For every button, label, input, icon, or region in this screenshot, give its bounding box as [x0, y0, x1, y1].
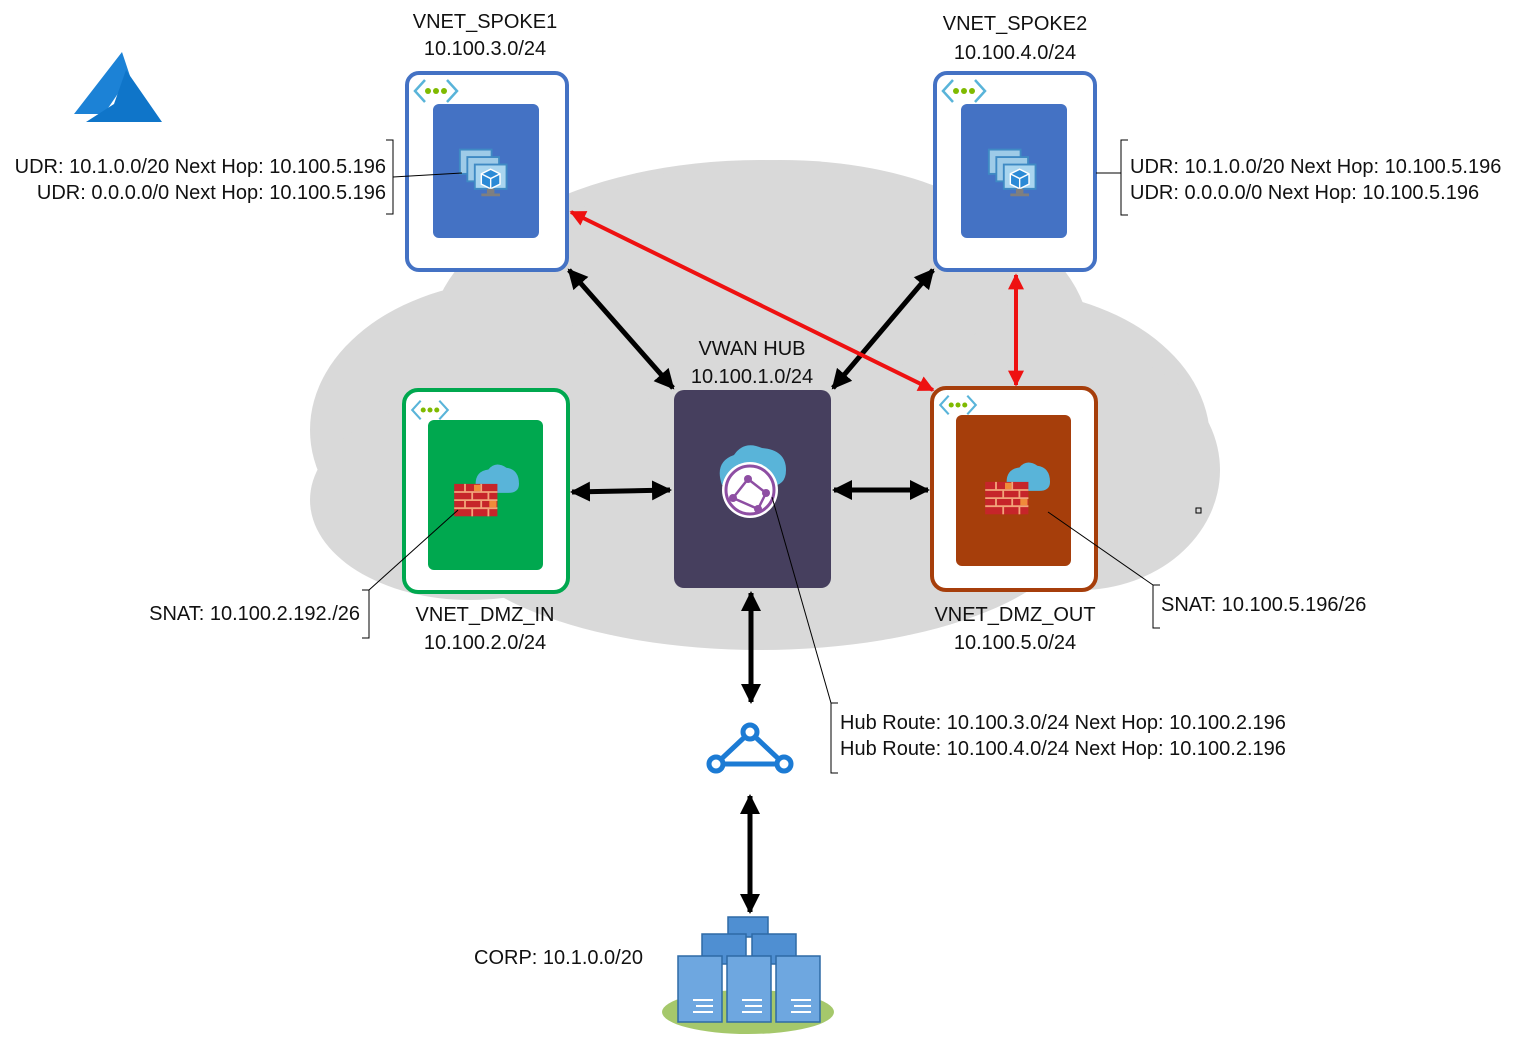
spoke1-udr-line-2: UDR: 0.0.0.0/0 Next Hop: 10.100.5.196 — [36, 182, 386, 204]
spoke1-name: VNET_SPOKE1 — [412, 11, 558, 33]
marker-square — [1195, 507, 1202, 514]
virtual-wan-icon — [719, 445, 786, 518]
corp-label: CORP: 10.1.0.0/20 — [474, 947, 643, 969]
traffic-flow-connections — [569, 210, 1024, 392]
vnet-dmz-in[interactable] — [402, 388, 570, 594]
hub-route-line-1: Hub Route: 10.100.3.0/24 Next Hop: 10.10… — [840, 712, 1286, 734]
dmz-in-name: VNET_DMZ_IN — [415, 604, 555, 626]
azure-logo-icon — [74, 52, 162, 122]
vnet-spoke2[interactable] — [933, 71, 1097, 272]
spoke2-udr-line-1: UDR: 10.1.0.0/20 Next Hop: 10.100.5.196 — [1130, 156, 1502, 178]
callout-lines — [362, 139, 1160, 774]
spoke1-udr-line-1: UDR: 10.1.0.0/20 Next Hop: 10.100.5.196 — [14, 156, 386, 178]
vpn-gateway-icon — [706, 722, 794, 774]
arrow-dmzin-hub — [570, 480, 672, 502]
server-cluster-icon — [662, 916, 834, 1034]
vnet-spoke1[interactable] — [405, 71, 569, 272]
spoke2-cidr: 10.100.4.0/24 — [953, 42, 1077, 64]
dmz-out-snat: SNAT: 10.100.5.196/26 — [1161, 594, 1367, 616]
dmz-out-name: VNET_DMZ_OUT — [934, 604, 1096, 626]
dmz-out-cidr: 10.100.5.0/24 — [953, 632, 1077, 654]
spoke1-cidr: 10.100.3.0/24 — [423, 38, 547, 60]
spoke2-name: VNET_SPOKE2 — [942, 13, 1088, 35]
hub-name: VWAN HUB — [698, 338, 806, 360]
dmz-in-cidr: 10.100.2.0/24 — [423, 632, 547, 654]
spoke2-udr-line-2: UDR: 0.0.0.0/0 Next Hop: 10.100.5.196 — [1130, 182, 1480, 204]
hub-route-line-2: Hub Route: 10.100.4.0/24 Next Hop: 10.10… — [840, 738, 1286, 760]
hub-cidr: 10.100.1.0/24 — [690, 366, 814, 388]
vnet-dmz-out[interactable] — [930, 386, 1098, 592]
dmz-in-snat: SNAT: 10.100.2.192./26 — [149, 603, 360, 625]
arrow-spoke1-dmzout — [569, 210, 935, 392]
vwan-hub[interactable] — [674, 390, 831, 588]
